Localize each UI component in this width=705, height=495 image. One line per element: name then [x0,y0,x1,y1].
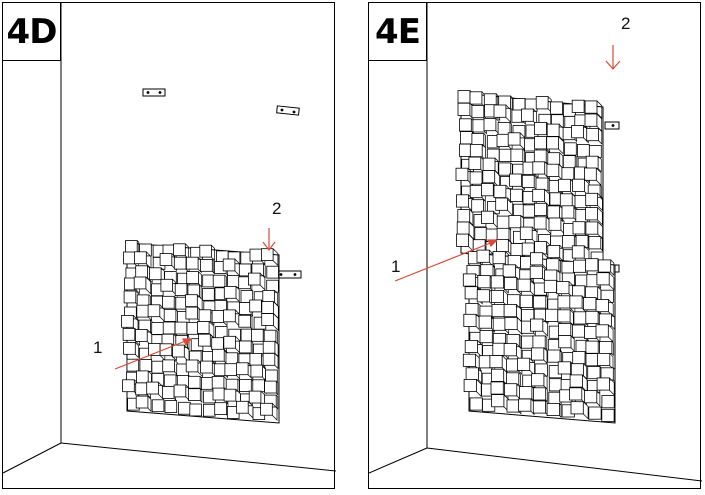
step-4e-panel: 4E 1 2 [368,2,702,489]
room-scene-4d [3,3,336,474]
diffuser-panel-upper [455,90,604,268]
wall-bracket-upper-left [142,88,166,97]
floor-edge-right [426,447,702,482]
diffuser-panel-lower [462,249,616,424]
callout-1: 1 [93,338,103,357]
callout-2: 2 [621,14,631,33]
arrow-2 [262,228,276,251]
wall-bracket-upper-right [276,105,300,116]
step-label: 4E [369,3,427,61]
arrow-1 [394,239,499,282]
room-scene-4e [369,3,702,482]
arrow-1 [114,338,193,370]
floor-edge-left [369,447,428,474]
wall-bracket-lower [274,270,302,279]
step-label: 4D [3,3,61,61]
floor-edge-left [3,442,62,474]
arrow-2 [605,45,621,70]
diffuser-panel [121,240,280,424]
callout-1: 1 [391,257,401,276]
callout-2: 2 [272,199,282,218]
floor-edge-right [60,442,336,472]
step-4d-panel: 4D 1 2 [2,2,336,489]
wall-bracket-upper [604,121,620,130]
